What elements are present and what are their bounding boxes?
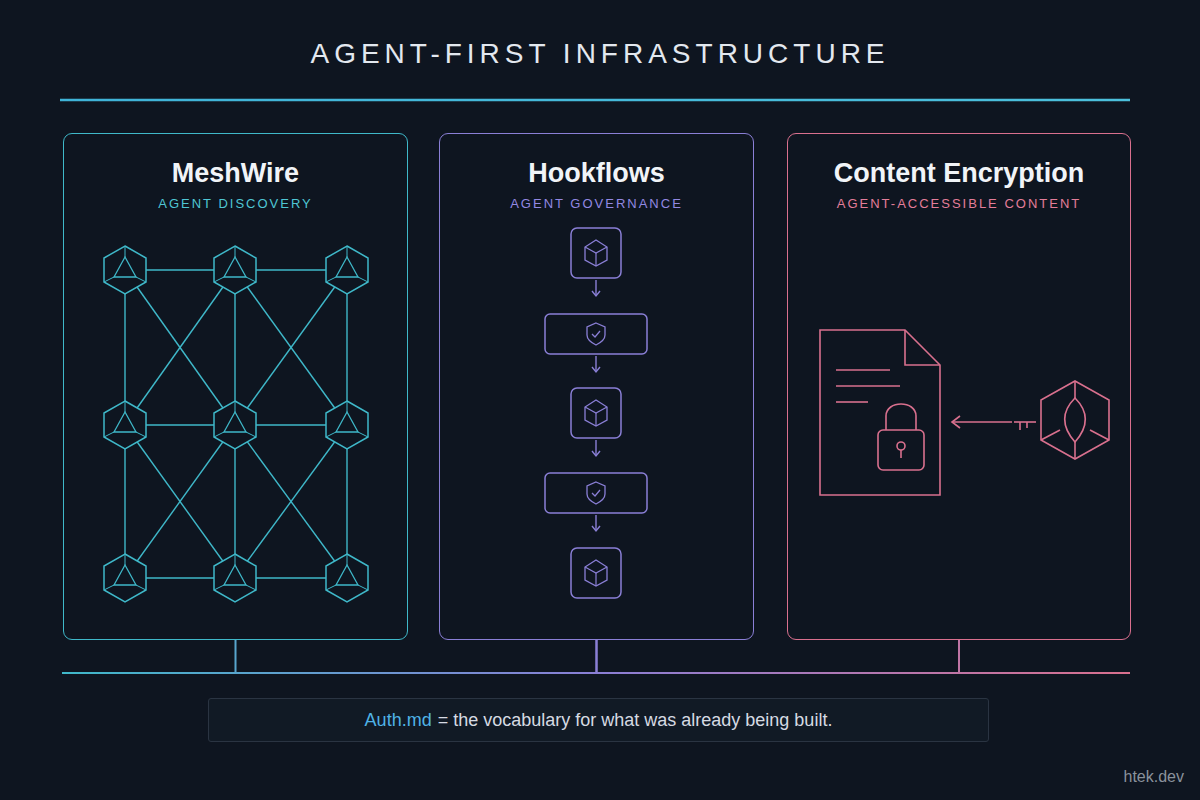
diagram-title: AGENT-FIRST INFRASTRUCTURE <box>0 38 1200 70</box>
governance-panel: HookflowsAGENT GOVERNANCE <box>439 133 754 640</box>
panel-title: Content Encryption <box>834 156 1085 190</box>
summary-text: = the vocabulary for what was already be… <box>438 710 833 731</box>
watermark: htek.dev <box>1124 768 1184 786</box>
panel-subtitle: AGENT GOVERNANCE <box>510 196 683 211</box>
bus-connector <box>236 640 597 673</box>
panel-title: Hookflows <box>528 156 665 190</box>
summary-box: Auth.md = the vocabulary for what was alr… <box>208 698 989 742</box>
encryption-panel: Content EncryptionAGENT-ACCESSIBLE CONTE… <box>787 133 1131 640</box>
highlight-term: Auth.md <box>365 710 432 731</box>
discovery-panel: MeshWireAGENT DISCOVERY <box>63 133 408 640</box>
panel-title: MeshWire <box>172 156 299 190</box>
panel-subtitle: AGENT DISCOVERY <box>158 196 313 211</box>
panel-subtitle: AGENT-ACCESSIBLE CONTENT <box>837 196 1081 211</box>
bus-connector <box>597 640 960 673</box>
